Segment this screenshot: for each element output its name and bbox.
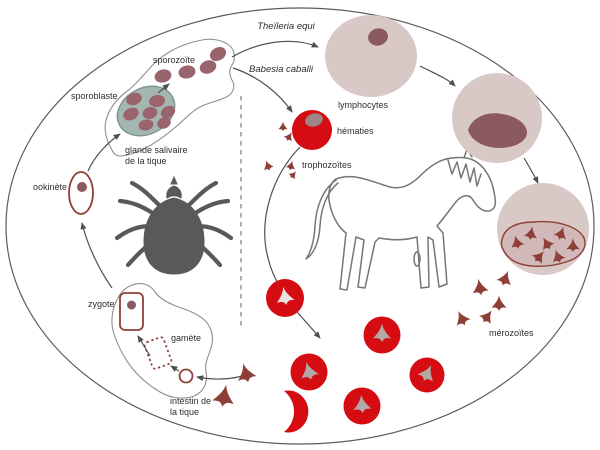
label-theileria-equi: Theïleria equi	[257, 21, 315, 32]
label-hematies: hématies	[337, 126, 374, 136]
crescent-red-cell	[284, 390, 309, 433]
label-merozoites: mérozoïtes	[489, 328, 534, 338]
infected-lymphocyte-cell	[452, 73, 542, 163]
infected-red-blood-cell	[292, 110, 332, 150]
cycle-arrows	[80, 40, 539, 382]
gut-cell-circle	[178, 368, 194, 384]
schizont-cell	[497, 183, 589, 275]
sporoblast-ovals	[123, 92, 176, 131]
red-blood-cell-cluster	[266, 279, 445, 433]
salivary-gland-blob	[104, 38, 235, 157]
label-tick-gut: intestin de la tique	[170, 396, 212, 417]
label-babesia-caballi: Babesia caballi	[249, 64, 313, 75]
label-sporoblaste: sporoblaste	[71, 91, 118, 101]
gamete-shape	[143, 336, 173, 370]
label-ookinete: ookinète	[33, 182, 68, 192]
label-sporozoite: sporozoïte	[153, 55, 196, 65]
ookinete-shape	[68, 171, 94, 215]
tick-gut-blob	[111, 283, 214, 399]
tick-illustration	[114, 175, 234, 275]
sporozoite-ovals	[154, 46, 227, 83]
label-gamete: gamète	[171, 333, 202, 343]
zygote-shape	[119, 292, 144, 331]
label-trophozoites: trophozoïtes	[302, 160, 352, 170]
lymphocyte-cell	[325, 15, 417, 97]
label-zygote: zygote	[88, 299, 115, 309]
label-lymphocytes: lymphocytes	[338, 100, 389, 110]
label-salivary-gland: glande salivaire de la tique	[125, 145, 188, 166]
